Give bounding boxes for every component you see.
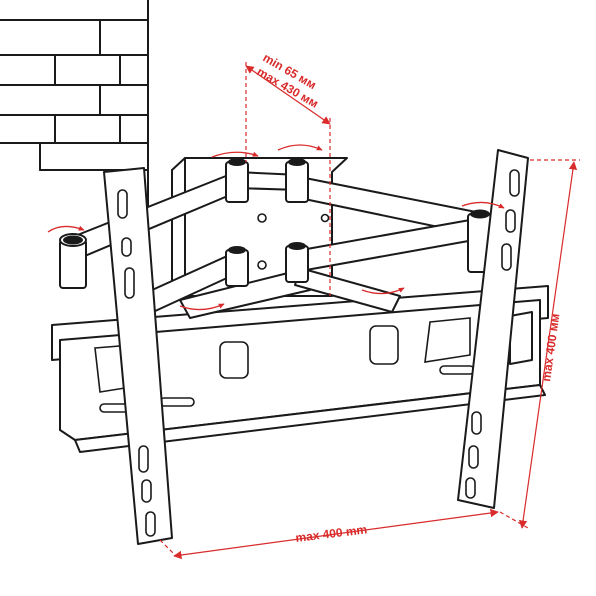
tv-rail (51, 285, 549, 453)
max-height-label: max 400 мм (539, 313, 562, 383)
rotation-arrow (47, 144, 505, 311)
width-dimension: max 400 mm (159, 508, 499, 560)
tv-bracket-left (103, 167, 173, 545)
rail-window (219, 341, 249, 379)
max-width-label: max 400 mm (295, 522, 368, 545)
rail-window (369, 325, 399, 365)
tv-bracket-right (457, 149, 529, 509)
